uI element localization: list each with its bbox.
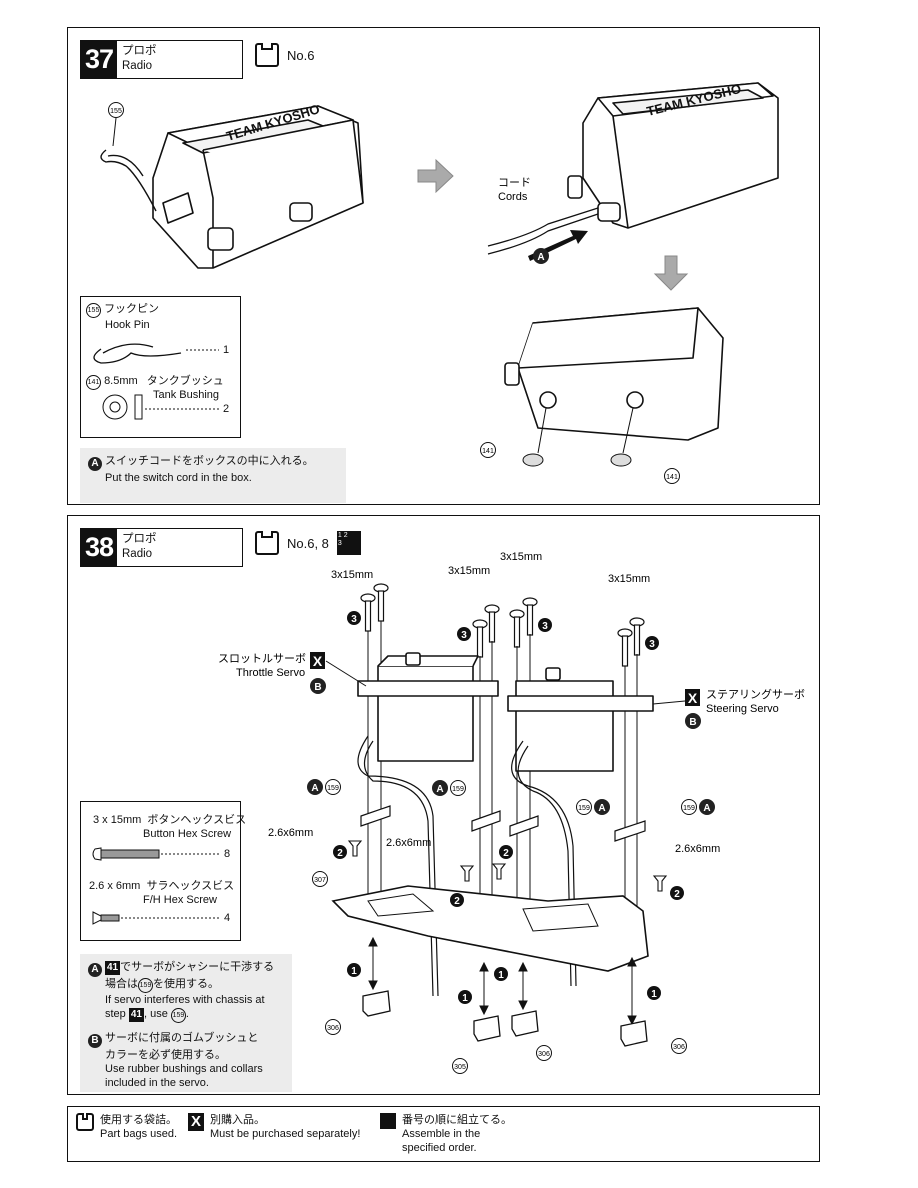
svg-text:A: A xyxy=(436,784,443,795)
svg-text:159: 159 xyxy=(452,786,464,793)
svg-text:2: 2 xyxy=(337,848,343,859)
svg-text:A: A xyxy=(598,803,605,814)
legend-purchase-separately: X 別購入品。Must be purchased separately! xyxy=(188,1113,360,1141)
svg-text:X: X xyxy=(688,690,698,706)
legend-part-bags: 使用する袋詰。Part bags used. xyxy=(76,1113,177,1141)
svg-text:1: 1 xyxy=(498,970,504,981)
svg-text:3: 3 xyxy=(351,614,357,625)
svg-text:306: 306 xyxy=(538,1051,550,1058)
step-number: 37 xyxy=(81,41,117,78)
screw-icons xyxy=(92,847,221,925)
svg-text:306: 306 xyxy=(327,1025,339,1032)
svg-text:307: 307 xyxy=(314,877,326,884)
step-number: 38 xyxy=(81,529,117,566)
step-title: プロポ Radio xyxy=(122,45,157,72)
svg-text:141: 141 xyxy=(666,474,678,481)
part-code: 155 xyxy=(86,303,101,318)
svg-text:1: 1 xyxy=(462,993,468,1004)
svg-text:3x15mm: 3x15mm xyxy=(608,573,650,585)
cords-label-jp: コード xyxy=(498,177,531,189)
svg-text:3: 3 xyxy=(542,621,548,632)
svg-text:2: 2 xyxy=(454,896,460,907)
bag-icon xyxy=(255,43,279,67)
step-37-illustration: TEAM KYOSHO 155 TEAM KYOSHO A コード Cords xyxy=(100,81,779,484)
svg-text:A: A xyxy=(537,252,544,263)
part-155-label: 155 xyxy=(110,108,122,115)
svg-text:3: 3 xyxy=(461,630,467,641)
svg-text:3: 3 xyxy=(649,639,655,650)
svg-text:X: X xyxy=(313,653,323,669)
svg-text:B: B xyxy=(689,717,696,728)
svg-text:ステアリングサーボ: ステアリングサーボ xyxy=(706,687,805,701)
svg-text:Steering Servo: Steering Servo xyxy=(706,703,779,715)
svg-text:141: 141 xyxy=(482,448,494,455)
step-37-parts-box: 155 フックピン Hook Pin 1 141 8.5mm タンクブッシュ T… xyxy=(80,296,241,438)
hook-pin-icon xyxy=(93,343,219,420)
svg-text:3x15mm: 3x15mm xyxy=(448,565,490,577)
svg-text:1: 1 xyxy=(651,989,657,1000)
svg-text:306: 306 xyxy=(673,1044,685,1051)
svg-text:B: B xyxy=(314,682,321,693)
step-38-illustration: 3x15mm 3x15mm 3x15mm 3x15mm xyxy=(218,551,805,1074)
step-37-header: 37 プロポ Radio xyxy=(80,40,243,79)
svg-text:Throttle Servo: Throttle Servo xyxy=(236,667,305,679)
part-bag-indicator: No.6 xyxy=(255,43,314,67)
svg-text:スロットルサーボ: スロットルサーボ xyxy=(218,652,306,665)
svg-text:2.6x6mm: 2.6x6mm xyxy=(675,843,720,855)
cords-label-en: Cords xyxy=(498,191,528,203)
svg-text:159: 159 xyxy=(327,785,339,792)
svg-text:3x15mm: 3x15mm xyxy=(331,569,373,581)
x-icon: X xyxy=(188,1113,204,1131)
step-37-panel: 37 プロポ Radio No.6 TEAM KYOSHO 155 xyxy=(67,27,820,505)
step-38-parts-box: 3 x 15mm ボタンヘックスビス Button Hex Screw 2.6 … xyxy=(80,801,246,941)
svg-text:1: 1 xyxy=(351,966,357,977)
bag-icon xyxy=(255,531,279,555)
svg-text:2: 2 xyxy=(674,889,680,900)
step-38-header: 38 プロポ Radio xyxy=(80,528,243,567)
legend: 使用する袋詰。Part bags used. X 別購入品。Must be pu… xyxy=(67,1106,820,1162)
svg-text:159: 159 xyxy=(578,805,590,812)
bag-icon xyxy=(76,1113,94,1131)
svg-text:2.6x6mm: 2.6x6mm xyxy=(386,837,431,849)
svg-text:A: A xyxy=(311,783,318,794)
svg-text:2: 2 xyxy=(503,848,509,859)
svg-text:159: 159 xyxy=(683,805,695,812)
step-title: プロポ Radio xyxy=(122,533,157,560)
assembly-order-icon xyxy=(380,1113,396,1129)
bag-number: No.6 xyxy=(287,47,315,63)
bag-number: No.6, 8 xyxy=(287,535,329,551)
svg-text:2.6x6mm: 2.6x6mm xyxy=(268,827,313,839)
svg-text:3x15mm: 3x15mm xyxy=(500,551,542,563)
svg-text:305: 305 xyxy=(454,1064,466,1071)
svg-text:A: A xyxy=(703,803,710,814)
